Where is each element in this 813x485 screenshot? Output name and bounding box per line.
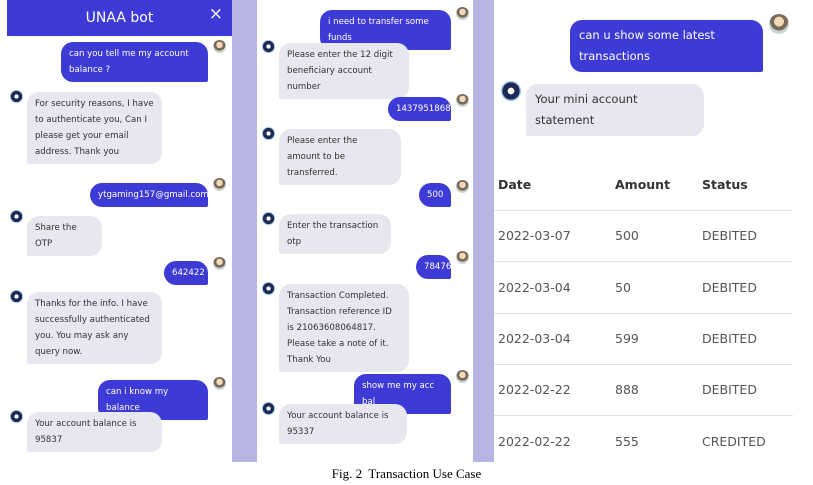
cell-date: 2022-03-07 — [498, 228, 571, 243]
bot-avatar-icon — [501, 81, 521, 101]
chat-panel-statement: can u show some latest transactions Your… — [494, 0, 793, 462]
bot-message: Enter the transaction otp — [279, 214, 391, 254]
cell-amount: 555 — [615, 434, 639, 449]
bot-message: Please enter the 12 digit beneficiary ac… — [279, 43, 409, 99]
bot-message: Thanks for the info. I have successfully… — [27, 292, 162, 364]
cell-status: DEBITED — [702, 228, 757, 243]
bot-message: Your account balance is 95837 — [27, 412, 162, 452]
column-header-status: Status — [702, 177, 748, 192]
cell-amount: 599 — [615, 331, 639, 346]
table-header: Date Amount Status — [494, 160, 793, 211]
bot-message: Transaction Completed. Transaction refer… — [279, 284, 409, 372]
chat-panel-transfer: i need to transfer some funds Please ent… — [257, 0, 473, 462]
bot-avatar-icon — [10, 90, 23, 103]
user-avatar-icon — [213, 257, 226, 270]
user-avatar-icon — [456, 94, 469, 107]
bot-message: Your mini account statement — [526, 84, 704, 136]
cell-date: 2022-02-22 — [498, 434, 571, 449]
bot-avatar-icon — [10, 410, 23, 423]
bot-avatar-icon — [10, 210, 23, 223]
cell-amount: 50 — [615, 280, 631, 295]
user-message: can you tell me my account balance ? — [61, 42, 208, 82]
bot-avatar-icon — [262, 212, 275, 225]
cell-status: DEBITED — [702, 331, 757, 346]
cell-amount: 500 — [615, 228, 639, 243]
chat-header: UNAA bot × — [7, 0, 232, 36]
user-avatar-icon — [456, 251, 469, 264]
bot-avatar-icon — [262, 402, 275, 415]
bot-message: Share the OTP — [27, 216, 102, 256]
bot-avatar-icon — [262, 282, 275, 295]
table-row: 2022-02-22 888 DEBITED — [494, 364, 793, 416]
panel-divider — [473, 0, 494, 462]
user-message: 500 — [419, 183, 451, 207]
bot-message: Please enter the amount to be transferre… — [279, 129, 401, 185]
cell-status: DEBITED — [702, 280, 757, 295]
bot-message: For security reasons, I have to authenti… — [27, 92, 162, 164]
close-icon[interactable]: × — [208, 4, 223, 24]
chat-panel-balance: UNAA bot × can you tell me my account ba… — [7, 0, 232, 462]
panel-divider — [232, 0, 257, 462]
user-message: ytgaming157@gmail.com — [90, 183, 209, 207]
user-avatar-icon — [213, 40, 226, 53]
user-avatar-icon — [213, 377, 226, 390]
cell-status: CREDITED — [702, 434, 766, 449]
user-message: 143795186801 — [388, 97, 462, 121]
cell-date: 2022-03-04 — [498, 331, 571, 346]
user-message: can u show some latest transactions — [570, 20, 763, 72]
figure-caption: Fig. 2 Transaction Use Case — [331, 466, 482, 481]
cell-date: 2022-03-04 — [498, 280, 571, 295]
cell-date: 2022-02-22 — [498, 382, 571, 397]
table-row: 2022-03-04 599 DEBITED — [494, 313, 793, 365]
user-message: 78476 — [416, 255, 451, 279]
cell-status: DEBITED — [702, 382, 757, 397]
user-avatar-icon — [769, 14, 789, 34]
table-row: 2022-03-04 50 DEBITED — [494, 262, 793, 314]
bot-avatar-icon — [262, 127, 275, 140]
user-message: 642422 — [164, 261, 208, 285]
bot-avatar-icon — [262, 40, 275, 53]
table-row: 2022-02-22 555 CREDITED — [494, 416, 793, 462]
column-header-date: Date — [498, 177, 532, 192]
user-avatar-icon — [456, 7, 469, 20]
bot-message: Your account balance is 95337 — [279, 404, 407, 444]
table-row: 2022-03-07 500 DEBITED — [494, 210, 793, 262]
column-header-amount: Amount — [615, 177, 671, 192]
chat-title: UNAA bot — [85, 10, 154, 26]
user-avatar-icon — [213, 178, 226, 191]
user-avatar-icon — [456, 370, 469, 383]
user-avatar-icon — [456, 180, 469, 193]
bot-avatar-icon — [10, 290, 23, 303]
cell-amount: 888 — [615, 382, 639, 397]
